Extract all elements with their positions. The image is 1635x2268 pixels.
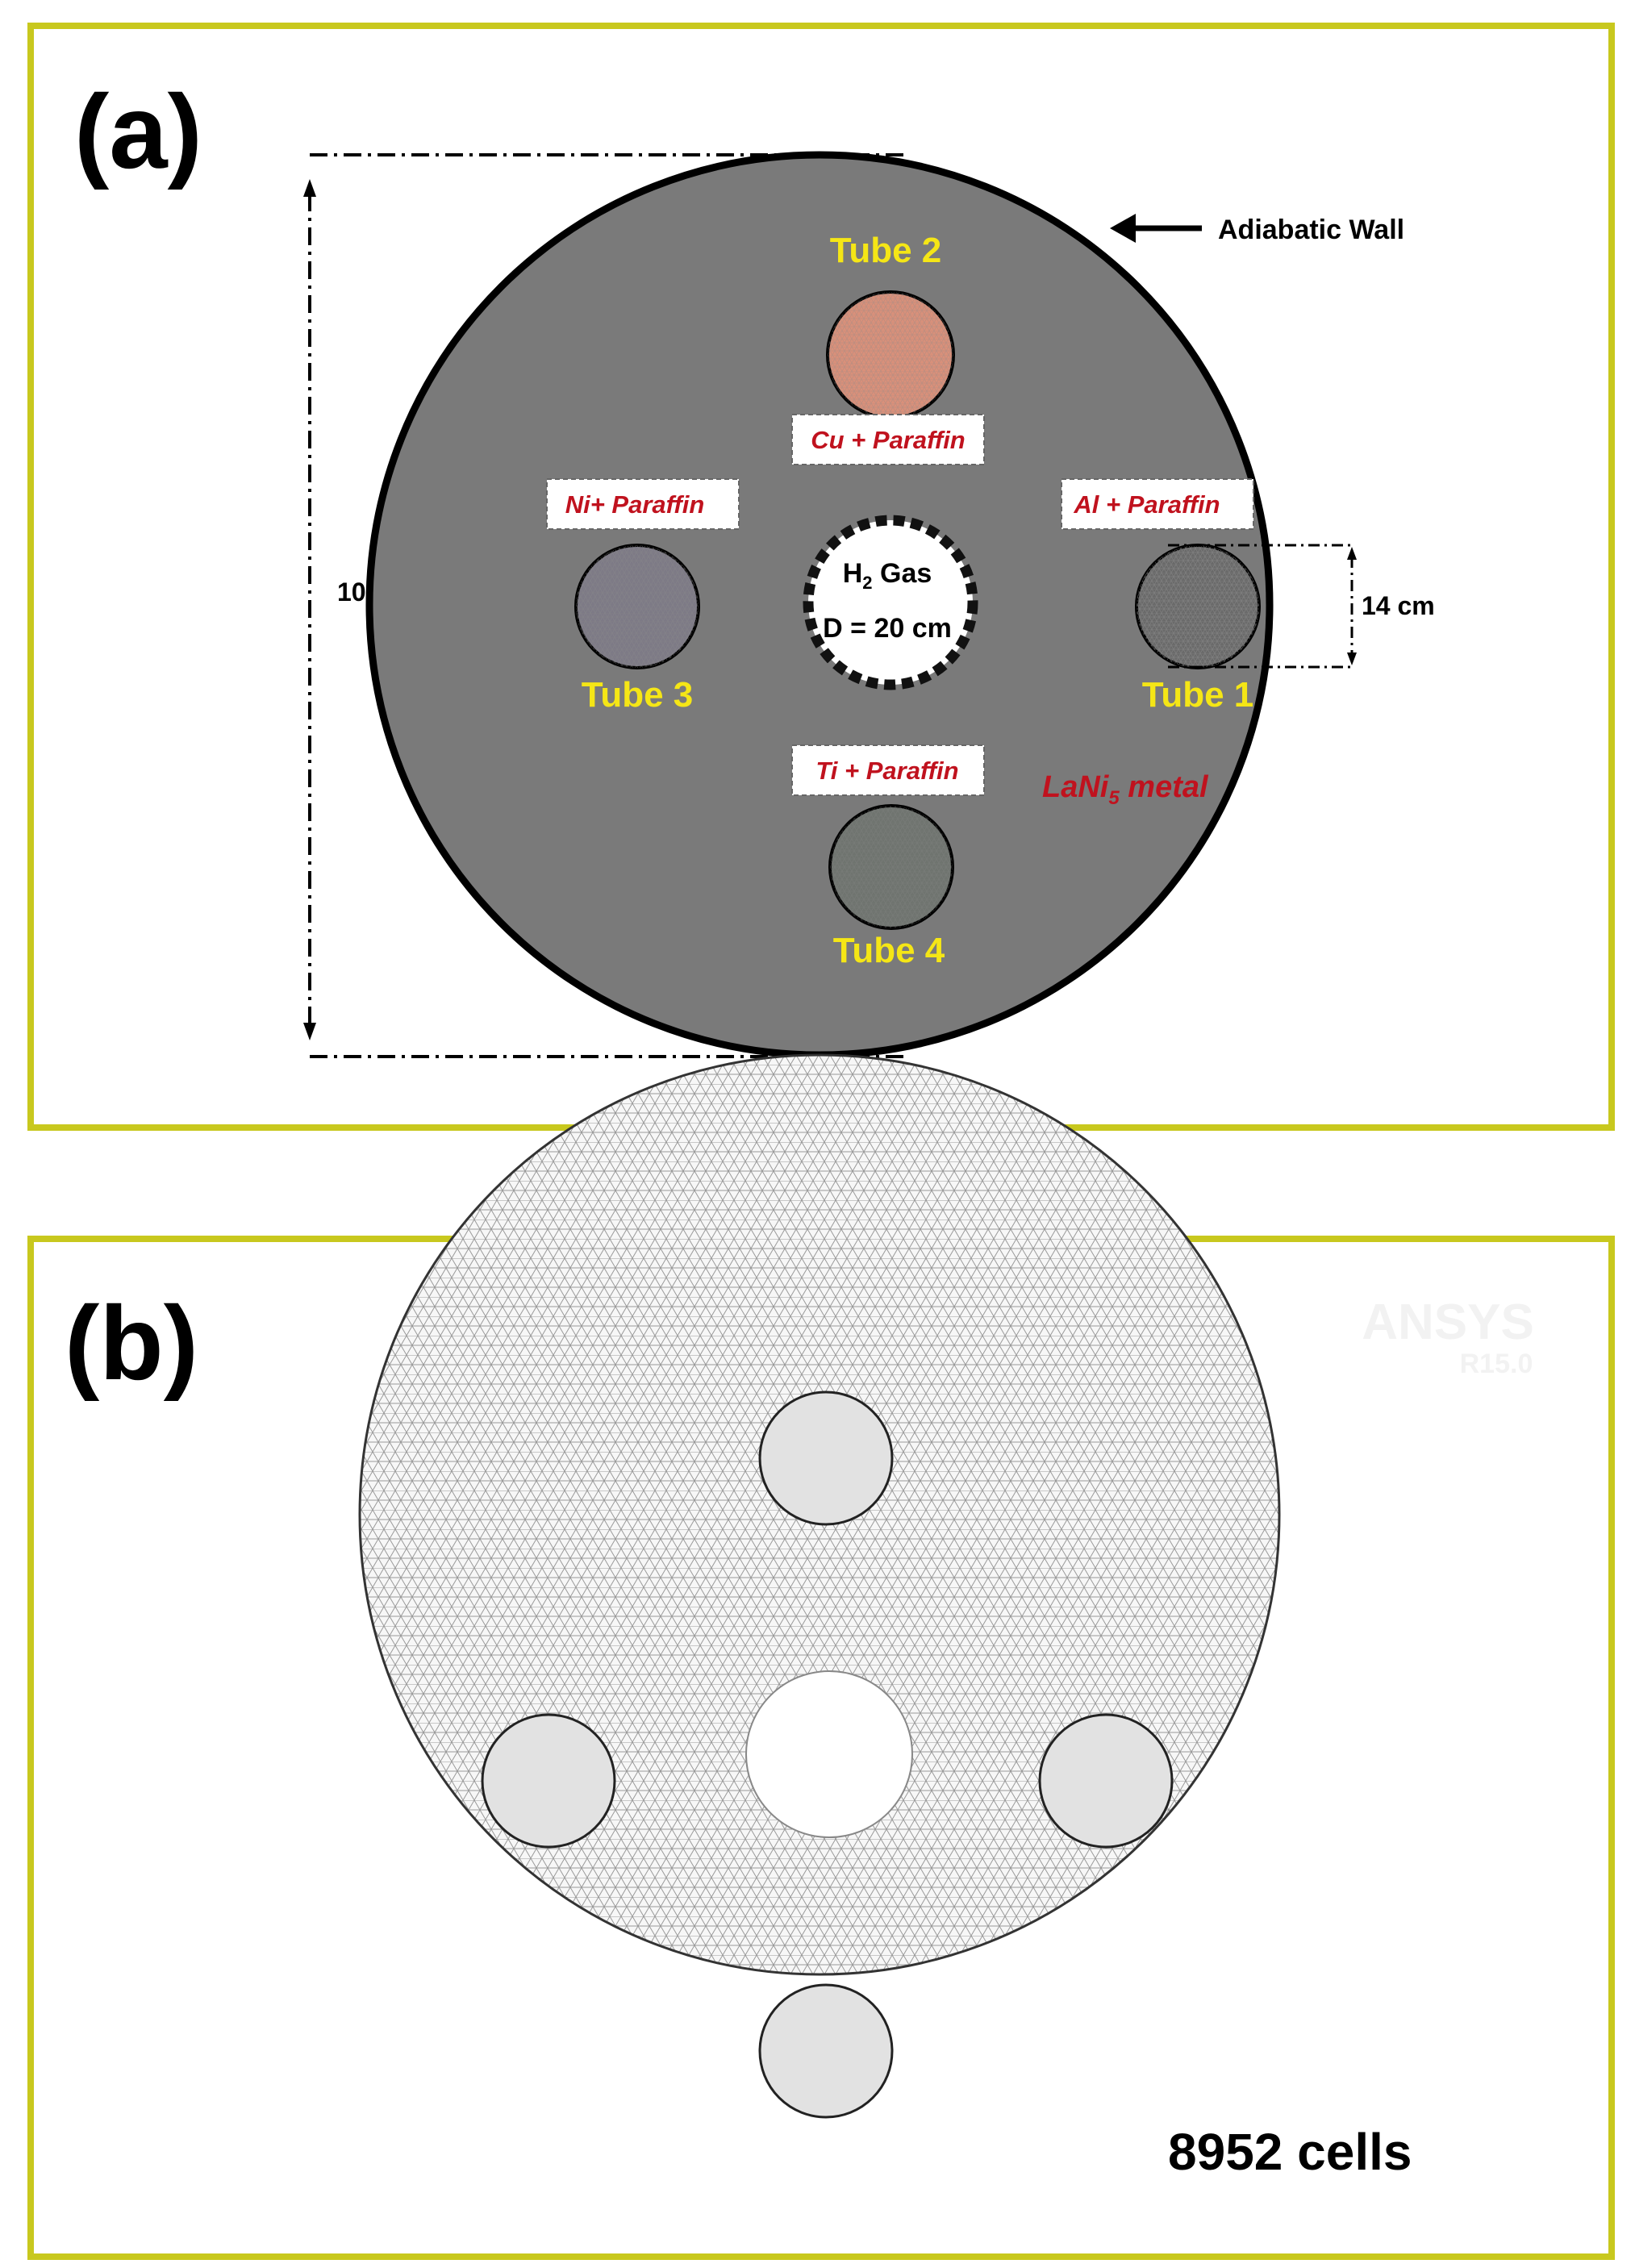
- ansys-watermark: ANSYS: [1362, 1295, 1534, 1350]
- tube-2-material-label: Cu + Paraffin: [811, 426, 966, 454]
- tube-1-texture: [1137, 545, 1259, 668]
- tube-spacing-dimension: [1168, 544, 1353, 669]
- tube-4-material-label: Ti + Paraffin: [815, 757, 958, 785]
- tube-2-material-box: [791, 414, 985, 465]
- mesh-core-hole: [745, 1670, 913, 1838]
- h2-symbol: H: [843, 558, 863, 589]
- mesh-tube-4: [758, 1983, 894, 2119]
- panel-a-label: (a): [74, 73, 202, 190]
- panel-b-label: (b): [65, 1284, 198, 1402]
- metal-word: metal: [1120, 770, 1209, 804]
- lani-word: LaNi: [1042, 770, 1110, 804]
- tube-3: Ni+ Paraffin Tube 3: [546, 478, 740, 715]
- h2-subscript: 2: [862, 573, 872, 593]
- tube-4-texture: [830, 806, 953, 928]
- arrow-up-icon: [303, 179, 316, 197]
- tube-3-material-box: [546, 478, 740, 530]
- tube-3-label: Tube 3: [582, 675, 694, 715]
- tube-4-label: Tube 4: [833, 931, 945, 970]
- adiabatic-wall-label: Adiabatic Wall: [1218, 215, 1404, 245]
- arrow-down-small-icon: [1347, 652, 1357, 665]
- tube-spacing-label: 14 cm: [1362, 591, 1435, 620]
- arrow-up-small-icon: [1347, 547, 1357, 560]
- tube-1-label: Tube 1: [1142, 675, 1254, 715]
- mesh-tube-3: [481, 1713, 616, 1849]
- lani5-metal-label: LaNi5 metal: [1042, 770, 1209, 809]
- mesh-outer-boundary: [358, 1053, 1281, 1976]
- tube-4-material-box: [791, 744, 985, 796]
- tube-1-material-label: Al + Paraffin: [1073, 490, 1220, 519]
- mesh-domain: [358, 1053, 1281, 2119]
- tube-1: Al + Paraffin Tube 1: [1061, 478, 1261, 715]
- tube-2-texture: [828, 292, 953, 418]
- cell-count-label: 8952 cells: [1168, 2123, 1412, 2181]
- h2-gas-word: Gas: [873, 558, 932, 589]
- diameter-dimension: [308, 153, 903, 1058]
- tube-3-texture: [576, 545, 699, 668]
- arrow-down-icon: [303, 1023, 316, 1040]
- mesh-tube-2: [758, 1390, 894, 1526]
- h2-gas-core: [803, 515, 978, 690]
- lani-subscript: 5: [1108, 787, 1120, 809]
- mesh-tube-1: [1038, 1713, 1174, 1849]
- tube-4: Ti + Paraffin Tube 4: [791, 744, 985, 970]
- arrow-left-icon: [1110, 214, 1136, 243]
- tube-3-material-label: Ni+ Paraffin: [565, 490, 705, 519]
- ansys-version-watermark: R15.0: [1460, 1349, 1533, 1379]
- h2-gas-label: H2 Gas: [843, 558, 932, 593]
- tube-1-material-box: [1061, 478, 1254, 530]
- core-diameter-label: D = 20 cm: [823, 613, 952, 644]
- tube-2: Tube 2 Cu + Paraffin: [791, 231, 985, 465]
- tube-2-label: Tube 2: [830, 231, 942, 270]
- mesh-tube-regions: [481, 1390, 1174, 2119]
